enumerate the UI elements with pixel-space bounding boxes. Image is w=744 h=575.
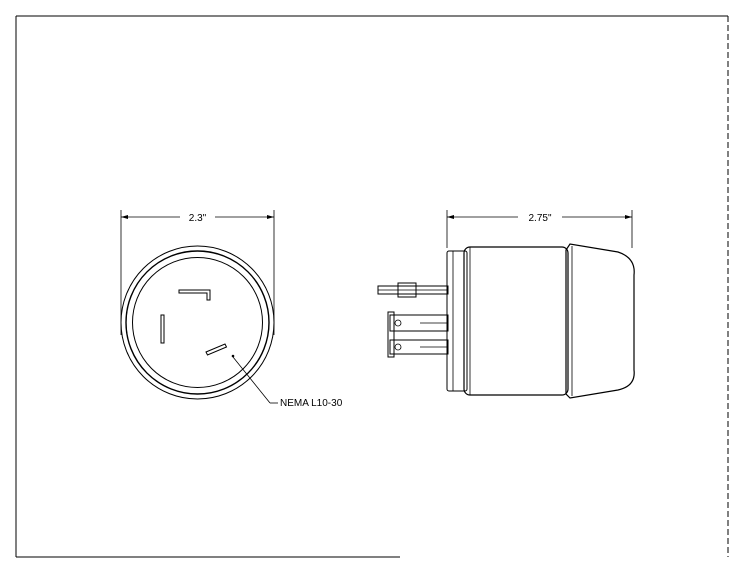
sheet-border: [15, 15, 729, 558]
plug-face: [132, 257, 263, 388]
plug-cap: [565, 243, 635, 399]
callout-leader: [232, 356, 278, 404]
slot-bottom-right: [205, 343, 228, 356]
side-view: 2.75": [377, 210, 635, 399]
plug-outer-ring: [120, 245, 275, 400]
slot-left: [160, 314, 165, 344]
plug-main-body: [463, 246, 569, 396]
l-slot-top: [178, 289, 211, 301]
plug-collar: [446, 250, 468, 392]
prong-mount: [387, 311, 395, 358]
front-width-label: 2.3": [189, 213, 207, 224]
prong-middle: [389, 314, 449, 332]
front-view: 2.3" NEMA L10-30: [120, 210, 343, 409]
prong-top: [377, 282, 449, 298]
front-width-dimension: 2.3": [120, 210, 275, 335]
side-length-dimension: 2.75": [446, 210, 633, 248]
prong-bottom: [389, 339, 449, 355]
plug-body-ring: [125, 250, 270, 395]
callout-dot: [231, 354, 235, 358]
side-length-label: 2.75": [528, 213, 551, 224]
callout-label: NEMA L10-30: [280, 398, 343, 409]
